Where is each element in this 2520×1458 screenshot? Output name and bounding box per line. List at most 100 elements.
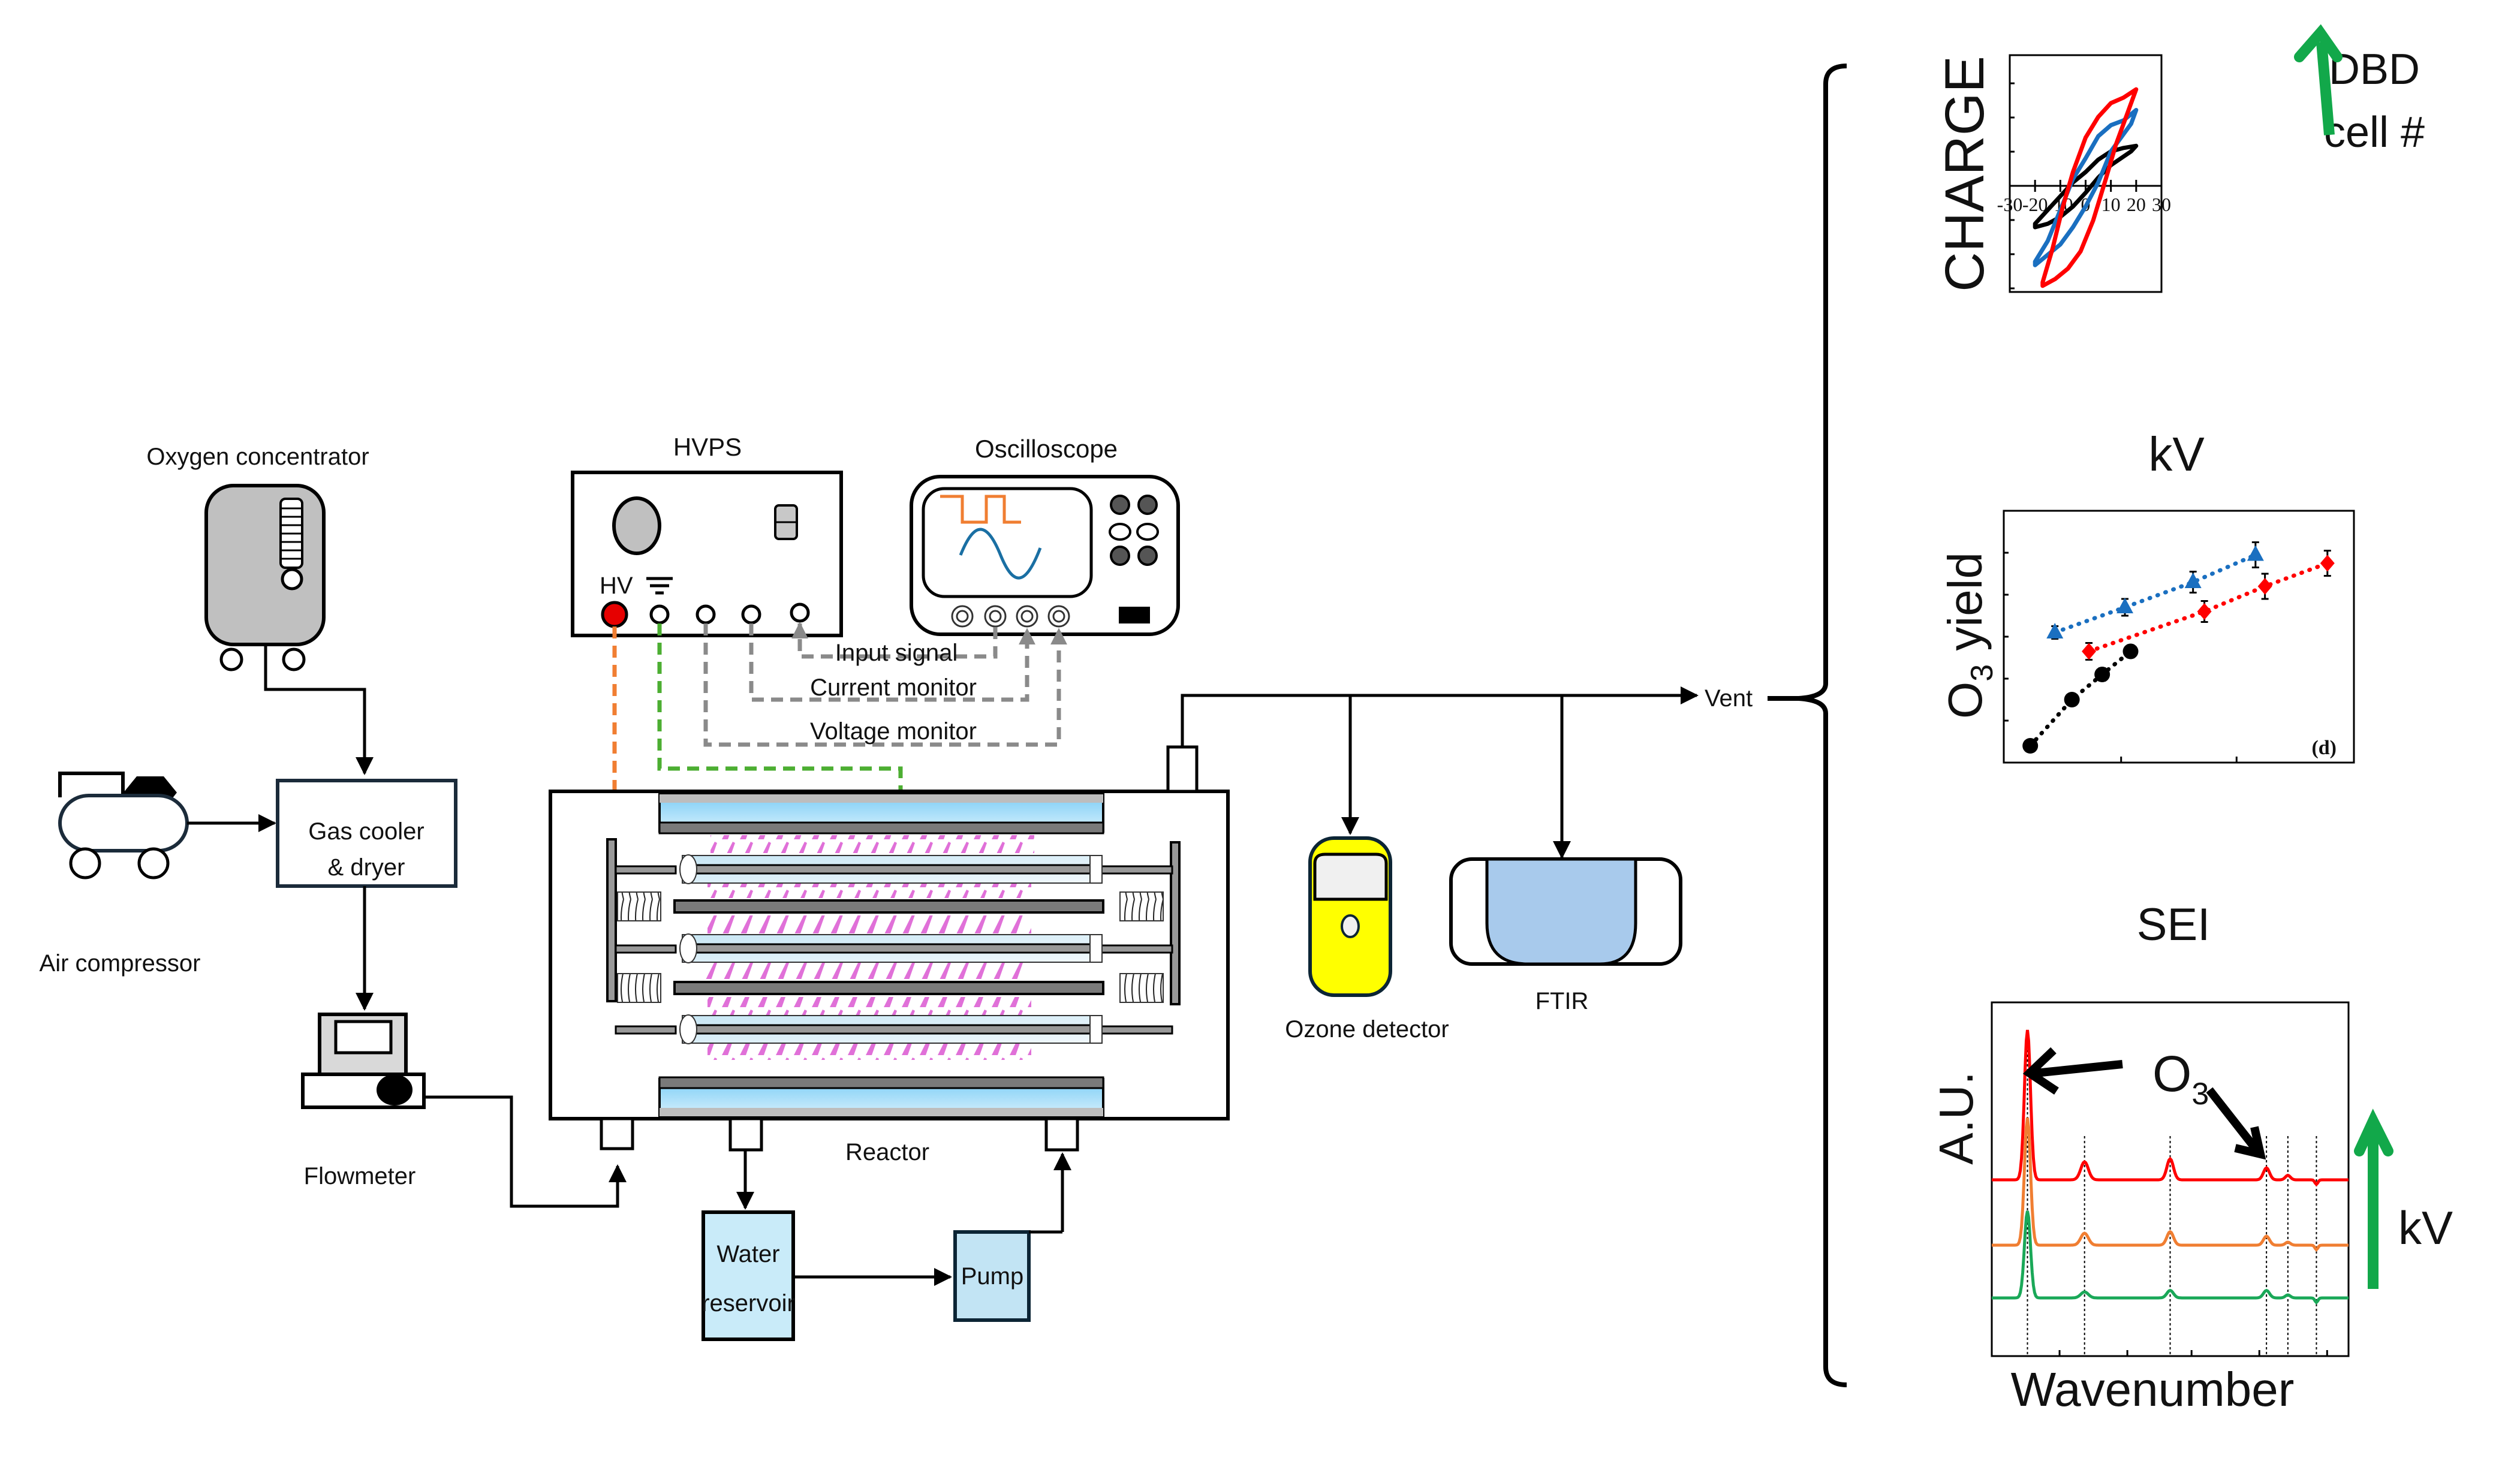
voltage-knob-icon[interactable] xyxy=(612,496,661,555)
air-tank xyxy=(58,794,189,852)
ftir-spectra-chart: A.U. Wavenumber O3 kV xyxy=(1929,1001,2453,1416)
ground-electrode xyxy=(617,891,1164,921)
chart2-trend-2-cells xyxy=(2052,553,2258,635)
chart3-xlabel: Wavenumber xyxy=(2011,1363,2295,1416)
gas-cooler-label-2: & dryer xyxy=(328,854,405,881)
chart3-spectrum-low-kV xyxy=(1992,1210,2349,1305)
spring-connector-icon xyxy=(1119,973,1164,1003)
hvps: HVPS HV xyxy=(571,433,843,637)
chart2-point xyxy=(2082,643,2097,660)
chart3-ylabel: A.U. xyxy=(1929,1071,1983,1165)
gas-inlet-port xyxy=(600,1117,634,1150)
kv-trend-arrow-icon xyxy=(2354,1108,2393,1289)
scope-button-icon[interactable] xyxy=(1109,523,1131,541)
voltage-monitor-label: Voltage monitor xyxy=(810,718,977,745)
oscilloscope-label: Oscilloscope xyxy=(975,435,1118,463)
dielectric-tube xyxy=(615,854,1173,884)
trend-arrow-icon xyxy=(2294,24,2343,135)
spring-connector-icon xyxy=(617,891,661,921)
scope-knob-icon[interactable] xyxy=(1110,546,1130,566)
gas-outlet-port xyxy=(1166,745,1199,793)
gas-cooler-label-1: Gas cooler xyxy=(308,818,424,845)
air-compressor: Air compressor xyxy=(40,772,201,977)
chart2-trend-3-cells xyxy=(2087,561,2330,653)
chart2-point xyxy=(2116,598,2134,613)
scope-knob-icon[interactable] xyxy=(1137,546,1158,566)
current-monitor-label: Current monitor xyxy=(810,674,977,701)
current-monitor-terminal[interactable] xyxy=(741,604,761,625)
ftir-sample-cell xyxy=(1485,857,1637,966)
chart2-point xyxy=(2122,643,2139,659)
plasma-discharge xyxy=(704,961,1028,979)
input-signal-terminal[interactable] xyxy=(790,603,810,623)
scope-knob-icon[interactable] xyxy=(1137,495,1158,515)
hv-terminal[interactable] xyxy=(601,601,628,628)
chart2-point xyxy=(2247,545,2264,561)
plasma-discharge xyxy=(707,1042,1031,1060)
svg-text:O3 yield: O3 yield xyxy=(1938,552,2000,719)
chart2-point xyxy=(2184,573,2202,588)
air-compressor-label: Air compressor xyxy=(40,950,201,977)
chart2-point xyxy=(2022,738,2039,754)
oxygen-concentrator-label: Oxygen concentrator xyxy=(146,444,369,470)
chart1-ylabel: CHARGE xyxy=(1934,56,1995,292)
wheel-icon xyxy=(69,847,101,879)
oxygen-concentrator-body xyxy=(204,484,326,646)
ftir-label: FTIR xyxy=(1536,988,1589,1014)
pump-label: Pump xyxy=(961,1263,1024,1290)
oscilloscope-buttons xyxy=(1109,495,1159,623)
chart1-x-tick-label: -30 xyxy=(1997,194,2023,215)
flowmeter-knob-icon xyxy=(377,1074,413,1105)
voltage-monitor-terminal[interactable] xyxy=(696,604,716,625)
ground-electrode xyxy=(617,973,1164,1003)
water-outlet-port xyxy=(728,1117,763,1152)
reactor: Reactor xyxy=(549,745,1230,1165)
wheel-icon xyxy=(282,647,306,671)
chart3-spectrum-high-kV xyxy=(1992,1029,2349,1187)
o3-arrow-right-icon xyxy=(2206,1087,2261,1154)
pipe-flowmeter-to-reactor xyxy=(424,1095,627,1208)
ozone-detector: Ozone detector xyxy=(1285,836,1449,1043)
chart1-annotation-1: DBD xyxy=(2329,46,2420,94)
water-reservoir-label-2: reservoir xyxy=(701,1290,795,1317)
chart2-panel-label: (d) xyxy=(2311,737,2337,759)
ftir: FTIR xyxy=(1449,857,1682,1014)
scope-display-block xyxy=(1119,607,1150,623)
chart1-x-tick-label: 30 xyxy=(2152,194,2171,215)
ground-terminal[interactable] xyxy=(649,604,670,625)
dielectric-tube xyxy=(615,1014,1173,1044)
chart1-annotation-2: cell # xyxy=(2324,109,2425,156)
pump: Pump xyxy=(953,1230,1031,1322)
chart2-point xyxy=(2064,692,2080,707)
chart2-xlabel: SEI xyxy=(2137,899,2211,950)
chart1-x-tick-label: 10 xyxy=(2101,194,2121,215)
oxygen-concentrator: Oxygen concentrator xyxy=(146,444,369,671)
scope-button-icon[interactable] xyxy=(1136,523,1159,541)
scope-knob-icon[interactable] xyxy=(1110,495,1130,515)
plasma-discharge xyxy=(710,835,1034,853)
voltage-monitor-wire xyxy=(703,623,1067,747)
right-bus-bar xyxy=(1170,841,1181,1005)
plasma-discharge xyxy=(707,997,1031,1015)
chart1-x-tick-label: 20 xyxy=(2127,194,2146,215)
input-signal-label: Input signal xyxy=(835,640,958,666)
input-signal-wire xyxy=(791,622,998,659)
plasma-discharge xyxy=(707,915,1031,933)
o3-yield-chart: (d) O3 yield SEI xyxy=(1938,510,2355,950)
square-wave-trace xyxy=(940,495,1021,524)
chart2-point xyxy=(2257,578,2272,595)
ozone-detector-label: Ozone detector xyxy=(1285,1016,1449,1043)
chart1-series-3-cells xyxy=(2040,87,2139,288)
hvps-label: HVPS xyxy=(673,433,742,461)
wheel-icon xyxy=(137,847,170,879)
ozone-button-icon xyxy=(1341,914,1360,938)
chart2-ylabel: O3 yield xyxy=(1938,552,2000,719)
vent-label: Vent xyxy=(1705,685,1753,712)
current-monitor-wire xyxy=(749,623,1035,702)
curly-brace xyxy=(1798,64,1847,1387)
chart2-point xyxy=(2197,603,2212,620)
sine-wave-trace xyxy=(959,528,1042,580)
gas-cooler-dryer: Gas cooler & dryer xyxy=(276,779,457,888)
